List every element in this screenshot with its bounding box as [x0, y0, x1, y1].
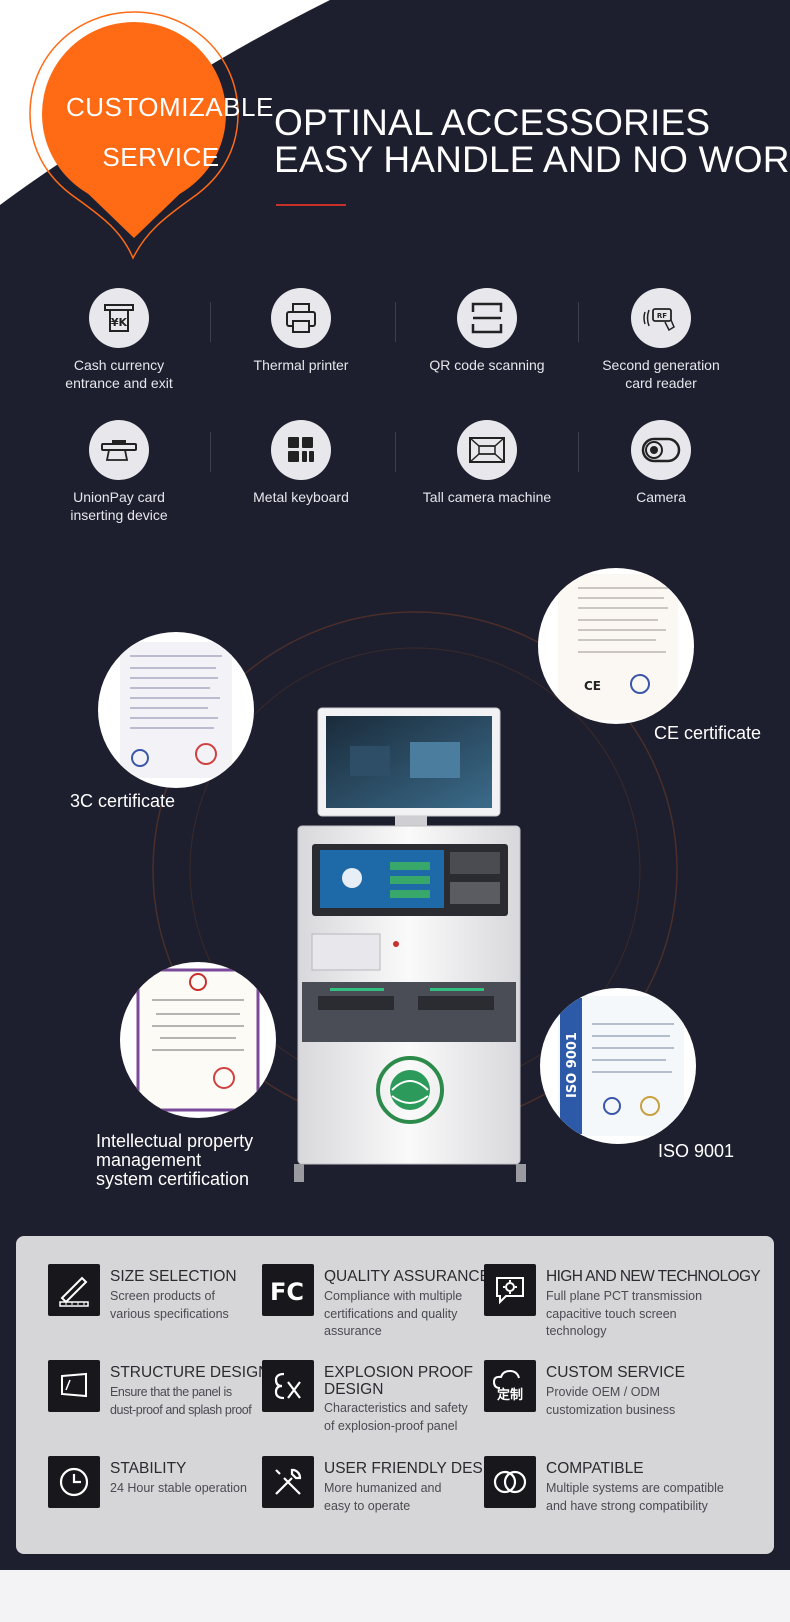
features-panel: SIZE SELECTION Screen products of variou…	[16, 1236, 774, 1554]
feature-custom-service: 定制 CUSTOM SERVICE Provide OEM / ODM cust…	[484, 1360, 744, 1450]
svg-text:¥K: ¥K	[111, 316, 128, 329]
accessory-label: Camera	[636, 489, 686, 505]
separator	[210, 432, 211, 472]
qr-scan-icon	[457, 288, 517, 348]
accessory-label: Second generation card reader	[602, 357, 720, 391]
fc-mark-icon: FC	[262, 1264, 314, 1316]
feature-title: STABILITY	[110, 1460, 187, 1477]
printer-icon	[271, 288, 331, 348]
separator	[210, 302, 211, 342]
feature-title: CUSTOM SERVICE	[546, 1364, 685, 1381]
accessory-camera: Camera	[566, 420, 756, 506]
badge-line-1: CUSTOMIZABLE	[66, 92, 274, 122]
accessory-cash: ¥K Cash currency entrance and exit	[24, 288, 214, 392]
monitor-icon	[48, 1360, 100, 1412]
iso-certificate-image: ISO 9001	[540, 988, 696, 1144]
gear-chat-icon	[484, 1264, 536, 1316]
kiosk-image	[294, 707, 526, 1182]
clock-icon	[48, 1456, 100, 1508]
feature-desc: Compliance with multiple certifications …	[324, 1289, 463, 1338]
tools-icon	[262, 1456, 314, 1508]
accessory-label: Tall camera machine	[422, 489, 552, 505]
headline-rule	[276, 204, 346, 206]
feature-desc: Screen products of various specification…	[110, 1289, 229, 1321]
feature-title: SIZE SELECTION	[110, 1268, 237, 1285]
feature-desc: Ensure that the panel is dust-proof and …	[110, 1385, 252, 1417]
ip-certificate-label: Intellectual property management system …	[96, 1131, 254, 1189]
feature-title: EXPLOSION PROOF DESIGN	[324, 1364, 474, 1398]
feature-compatible: COMPATIBLE Multiple systems are compatib…	[484, 1456, 754, 1536]
cash-icon: ¥K	[89, 288, 149, 348]
feature-user-friendly: USER FRIENDLY DESIGN More humanized and …	[262, 1456, 510, 1536]
feature-explosion-proof: EXPLOSION PROOF DESIGN Characteristics a…	[262, 1360, 482, 1450]
svg-text:CE: CE	[584, 679, 601, 693]
feature-structure-design: STRUCTURE DESIGN Ensure that the panel i…	[48, 1360, 269, 1450]
separator	[395, 302, 396, 342]
feature-size-selection: SIZE SELECTION Screen products of variou…	[48, 1264, 258, 1354]
separator	[578, 432, 579, 472]
feature-desc: 24 Hour stable operation	[110, 1481, 247, 1495]
feature-title: COMPATIBLE	[546, 1460, 644, 1477]
accessory-keyboard: Metal keyboard	[206, 420, 396, 506]
camera-icon	[631, 420, 691, 480]
ruler-pen-icon	[48, 1264, 100, 1316]
badge-line-2: SERVICE	[102, 142, 220, 172]
badge-pin-icon	[29, 11, 239, 260]
3c-certificate-label: 3C certificate	[70, 791, 176, 811]
feature-desc: Full plane PCT transmission capacitive t…	[546, 1289, 703, 1338]
feature-desc: Multiple systems are compatible and have…	[546, 1481, 724, 1513]
accessory-card-slot: UnionPay card inserting device	[24, 420, 214, 524]
feature-title: HIGH AND NEW TECHNOLOGY	[546, 1268, 761, 1285]
ce-certificate-label: CE certificate	[654, 723, 762, 743]
feature-quality-assurance: FC QUALITY ASSURANCE Compliance with mul…	[262, 1264, 490, 1354]
feature-desc: Characteristics and safety of explosion-…	[324, 1401, 468, 1433]
custom-icon-text: 定制	[496, 1387, 523, 1403]
feature-title: QUALITY ASSURANCE	[324, 1268, 490, 1285]
separator	[395, 432, 396, 472]
svg-text:ISO 9001: ISO 9001	[565, 1032, 580, 1098]
feature-title: USER FRIENDLY DESIGN	[324, 1460, 511, 1477]
accessory-label: Thermal printer	[253, 357, 349, 373]
headline: OPTINAL ACCESSORIES EASY HANDLE AND NO W…	[274, 104, 790, 178]
headline-line-2: EASY HANDLE AND NO WORRY	[274, 139, 790, 180]
svg-text:RF: RF	[657, 312, 667, 320]
accessory-label: Metal keyboard	[253, 489, 349, 505]
iso-certificate-label: ISO 9001	[658, 1141, 735, 1161]
customizable-badge: CUSTOMIZABLE SERVICE	[26, 6, 273, 266]
accessory-label: QR code scanning	[429, 357, 545, 373]
ip-certificate-image	[120, 962, 276, 1118]
rf-card-reader-icon: RF	[631, 288, 691, 348]
feature-desc: Provide OEM / ODM customization business	[546, 1385, 676, 1417]
keyboard-icon	[271, 420, 331, 480]
headline-line-1: OPTINAL ACCESSORIES	[274, 102, 711, 143]
feature-stability: STABILITY 24 Hour stable operation	[48, 1456, 258, 1536]
3c-certificate-image	[98, 632, 254, 788]
svg-text:FC: FC	[270, 1278, 304, 1306]
bottom-strip	[0, 1570, 790, 1622]
custom-cloud-icon: 定制	[484, 1360, 536, 1412]
accessory-printer: Thermal printer	[206, 288, 396, 374]
rings-icon	[484, 1456, 536, 1508]
feature-title: STRUCTURE DESIGN	[110, 1364, 270, 1381]
accessory-label: Cash currency entrance and exit	[65, 357, 173, 391]
card-slot-icon	[89, 420, 149, 480]
accessory-label: UnionPay card inserting device	[70, 489, 168, 523]
feature-new-technology: HIGH AND NEW TECHNOLOGY Full plane PCT t…	[484, 1264, 761, 1354]
tall-camera-icon	[457, 420, 517, 480]
accessory-tall-camera: Tall camera machine	[392, 420, 582, 506]
separator	[578, 302, 579, 342]
ce-certificate-image: CE	[538, 568, 694, 724]
feature-desc: More humanized and easy to operate	[324, 1481, 442, 1513]
accessory-card-reader: RF Second generation card reader	[566, 288, 756, 392]
ex-mark-icon	[262, 1360, 314, 1412]
accessory-qr: QR code scanning	[392, 288, 582, 374]
